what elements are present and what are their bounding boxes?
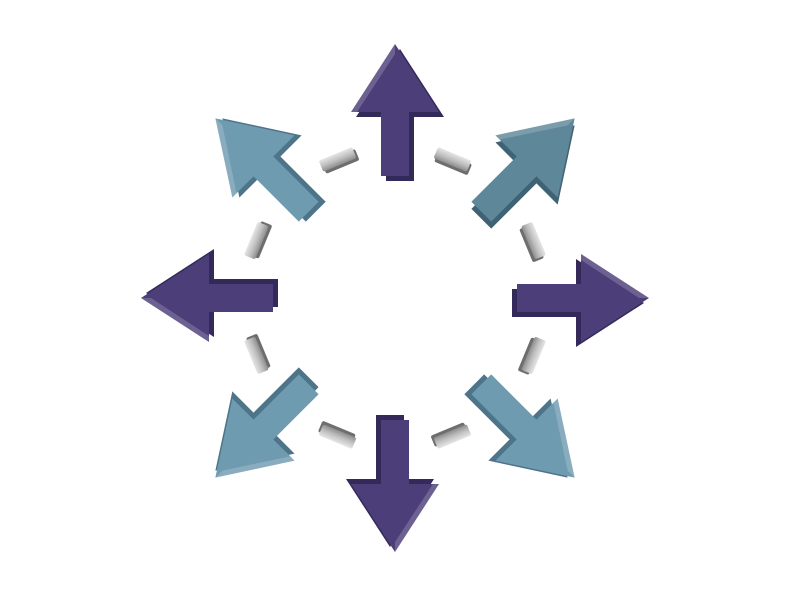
arrow-up-icon [351,44,444,181]
ring-segment-icon [319,147,359,174]
arrow-right-icon [512,254,649,347]
ring-segment-icon [434,147,472,175]
arrow-down-icon [346,415,439,552]
ring-segment-icon [518,337,546,375]
arrow-group [141,44,649,552]
ring-segment-icon [318,421,356,449]
arrow-down-right-icon [464,374,575,478]
ring-segment-icon [244,334,271,374]
dashed-ring [244,147,546,449]
ring-segment-icon [431,422,471,449]
arrow-up-right-icon [471,118,575,229]
arrow-up-left-icon [215,118,326,222]
ring-segment-icon [244,221,272,259]
arrow-left-icon [141,249,278,342]
ring-segment-icon [519,222,546,262]
arrow-down-left-icon [215,367,319,478]
